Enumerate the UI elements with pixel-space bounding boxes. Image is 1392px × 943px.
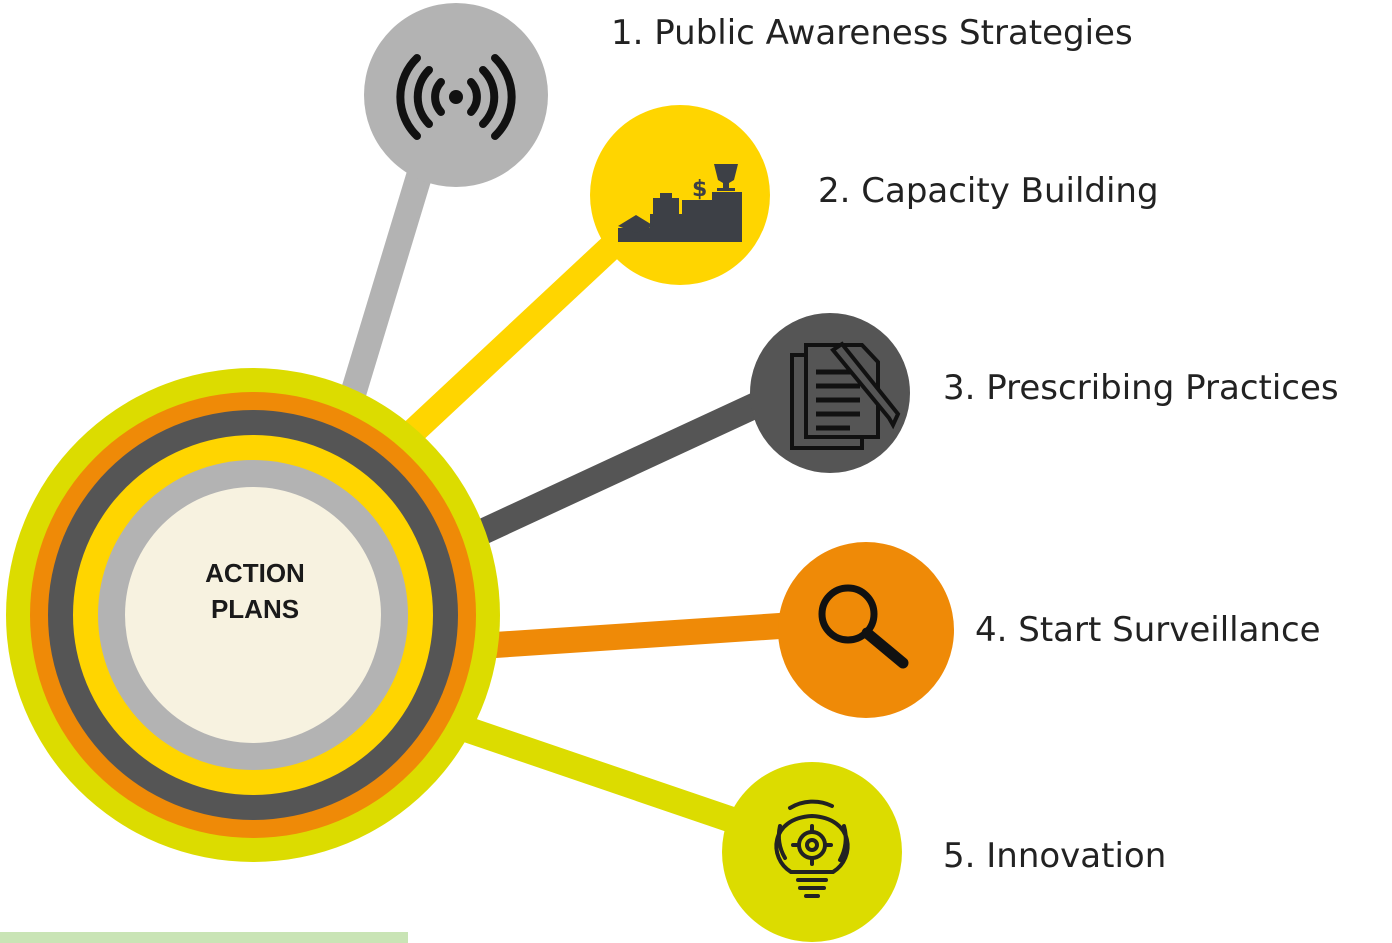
node-3: [750, 313, 910, 473]
svg-text:$: $: [692, 177, 707, 202]
magnifier-icon: [818, 584, 909, 669]
node-2: $: [590, 105, 770, 285]
document-pen-icon: [790, 341, 901, 450]
center-title: ACTION PLANS: [145, 555, 365, 627]
center-circle: [125, 487, 381, 743]
item-label-5: 5. Innovation: [943, 836, 1167, 876]
footer-bar: [0, 932, 408, 943]
node-4: [778, 542, 954, 718]
node-1: [364, 3, 548, 187]
broadcast-icon: [396, 54, 516, 140]
node-5: [722, 762, 902, 942]
item-label-4: 4. Start Surveillance: [975, 610, 1321, 650]
lightbulb-gear-icon: [774, 799, 850, 898]
center-title-line1: ACTION: [205, 558, 305, 588]
item-label-2: 2. Capacity Building: [818, 171, 1159, 211]
career-steps-icon: $: [618, 164, 742, 242]
center-title-line2: PLANS: [210, 594, 300, 624]
item-label-1: 1. Public Awareness Strategies: [611, 13, 1133, 53]
item-label-3: 3. Prescribing Practices: [943, 368, 1339, 408]
